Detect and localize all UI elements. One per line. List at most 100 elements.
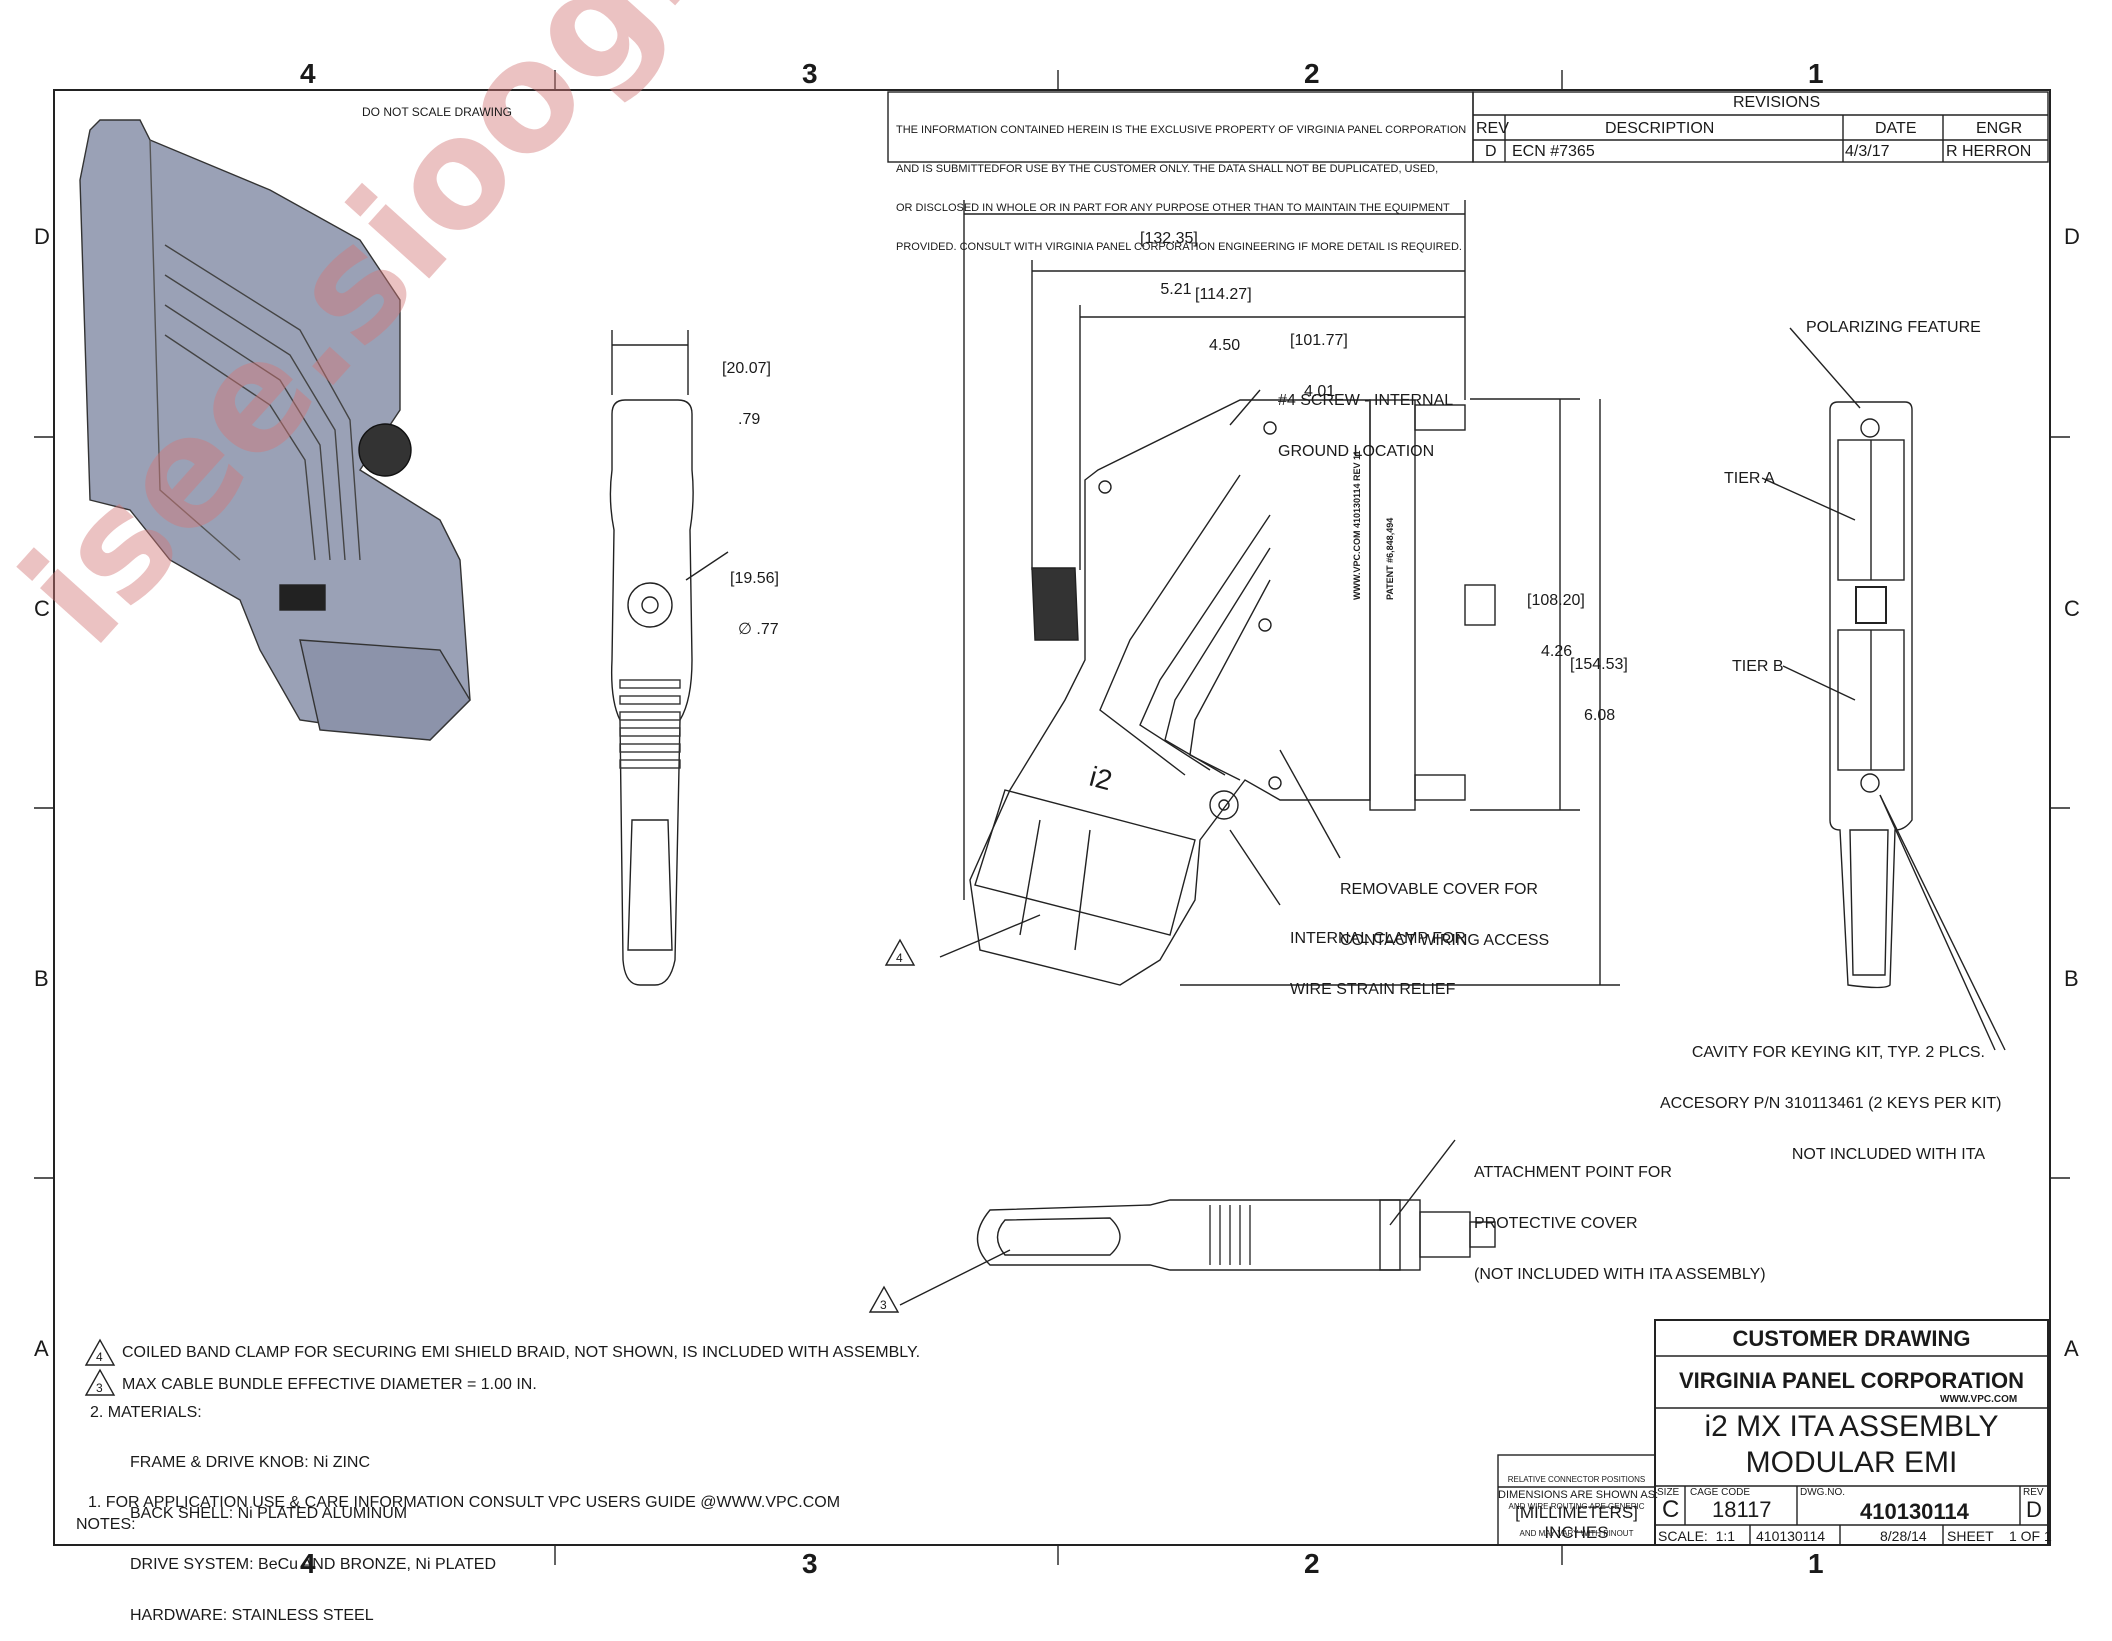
callout-cover-line-2: CONTACT WIRING ACCESS [1340,932,1550,949]
revisions-title: REVISIONS [1733,94,1821,111]
callout-tier-b: TIER B [1732,658,1784,675]
title-sheet: SHEET 1 OF 1 [1947,1528,2052,1544]
note-3-text: MAX CABLE BUNDLE EFFECTIVE DIAMETER = 1.… [122,1376,537,1393]
do-not-scale-note: DO NOT SCALE DRAWING [362,105,513,119]
dim-side-width-in: .79 [738,411,761,428]
callout-cavity-line-3: NOT INCLUDED WITH ITA [1791,1146,1985,1163]
dim-side-width: [20.07] .79 [722,326,771,445]
dim-body-width-in: 4.50 [1209,337,1241,354]
callout-internal-clamp: INTERNAL CLAMP FOR WIRE STRAIN RELIEF [1290,896,1466,1015]
notes-label: NOTES: [76,1516,136,1533]
callout-screw: #4 SCREW - INTERNAL GROUND LOCATION [1278,358,1453,477]
note-2-item-4: HARDWARE: STAINLESS STEEL [130,1607,374,1624]
dim-overall-height-mm: [154.53] [1570,656,1628,673]
title-dwg-label: DWG.NO. [1800,1487,1845,1498]
callout-cavity-line-2: ACCESORY P/N 310113461 (2 KEYS PER KIT) [1660,1095,2002,1112]
zone-label-bottom-1: 1 [1808,1548,1824,1579]
zone-label-top-3: 3 [802,58,818,89]
proprietary-line-2: AND IS SUBMITTEDFOR USE BY THE CUSTOMER … [896,163,1439,175]
note-2-item-2: BACK SHELL: Ni PLATED ALUMINUM [130,1505,408,1522]
title-rev-value: D [2026,1497,2042,1522]
callout-attachment-point: ATTACHMENT POINT FOR PROTECTIVE COVER (N… [1474,1130,1766,1300]
title-scale: SCALE: 1:1 [1658,1528,1736,1544]
callout-screw-line-1: #4 SCREW - INTERNAL [1278,392,1454,409]
dim-overall-width-in: 5.21 [1160,281,1192,298]
zone-label-right-b: B [2064,966,2079,991]
title-drawing-line-2: MODULAR EMI [1745,1446,1958,1479]
callout-clamp-line-2: WIRE STRAIN RELIEF [1290,981,1456,998]
zone-label-top-4: 4 [300,58,316,89]
body-marking-side: WWW.VPC.COM 410130114 REV 11 PATENT #6,8… [1330,450,1407,600]
proprietary-notice: THE INFORMATION CONTAINED HEREIN IS THE … [896,98,1466,267]
revisions-engr-value: R HERRON [1946,143,2032,160]
zone-label-bottom-2: 2 [1304,1548,1320,1579]
dim-overall-height-in: 6.08 [1584,707,1616,724]
note-1-text: 1. FOR APPLICATION USE & CARE INFORMATIO… [88,1494,841,1511]
title-part-number: 410130114 [1756,1528,1826,1544]
dim-frame-width-in: 4.01 [1304,383,1336,400]
revisions-header-date: DATE [1875,120,1917,137]
revisions-description-value: ECN #7365 [1512,143,1595,160]
title-disclaimer-line-3: AND MAY VARY WITH PINOUT [1519,1529,1634,1538]
dim-overall-width: [132.35] 5.21 [1140,196,1198,315]
note-2-item-1: FRAME & DRIVE KNOB: Ni ZINC [130,1454,371,1471]
title-disclaimer-line-2: AND WIRE ROUTING ARE GENERIC [1508,1502,1645,1511]
zone-label-right-a: A [2064,1336,2079,1361]
dim-frame-width-mm: [101.77] [1290,332,1348,349]
body-marking-i2: i2 [1086,760,1116,797]
callout-attachment-line-1: ATTACHMENT POINT FOR [1474,1164,1672,1181]
flag-note-4-front: 4 [896,951,903,965]
callout-keying-cavity: CAVITY FOR KEYING KIT, TYP. 2 PLCS. ACCE… [1660,1010,2002,1180]
proprietary-line-3: OR DISCLOSED IN WHOLE OR IN PART FOR ANY… [896,202,1450,214]
zone-label-right-c: C [2064,596,2080,621]
dim-body-height-mm: [108.20] [1527,592,1585,609]
zone-label-bottom-4: 4 [300,1548,316,1579]
dim-body-width-mm: [114.27] [1195,286,1252,303]
callout-screw-line-2: GROUND LOCATION [1278,443,1435,460]
dim-side-width-mm: [20.07] [722,360,771,377]
title-size-value: C [1662,1496,1680,1523]
note-4-flag-number: 4 [96,1350,103,1364]
title-units-in: INCHES [1544,1523,1609,1542]
dim-body-height: [108.20] 4.26 [1527,558,1585,677]
note-2-items: FRAME & DRIVE KNOB: Ni ZINC BACK SHELL: … [130,1420,496,1641]
title-cage-label: CAGE CODE [1690,1487,1751,1498]
note-2-item-3: DRIVE SYSTEM: BeCu AND BRONZE, Ni PLATED [130,1556,497,1573]
title-size-label: SIZE [1657,1487,1680,1498]
callout-removable-cover: REMOVABLE COVER FOR CONTACT WIRING ACCES… [1340,847,1549,966]
callout-attachment-line-2: PROTECTIVE COVER [1474,1215,1638,1232]
note-2-title: 2. MATERIALS: [90,1404,202,1421]
zone-label-top-2: 2 [1304,58,1320,89]
dim-knob-diameter-in: ∅ .77 [738,621,779,638]
callout-attachment-line-3: (NOT INCLUDED WITH ITA ASSEMBLY) [1474,1266,1766,1283]
title-drawing-line-1: i2 MX ITA ASSEMBLY [1704,1410,1999,1443]
title-company-web: WWW.VPC.COM [1940,1394,2018,1405]
title-units-mm: [MILLIMETERS] [1515,1503,1638,1522]
flag-note-3-bottom: 3 [880,1298,887,1312]
title-company-name: VIRGINIA PANEL CORPORATION [1678,1368,2025,1393]
revisions-header-engr: ENGR [1976,120,2023,137]
title-customer-drawing: CUSTOMER DRAWING [1732,1326,1971,1351]
title-dims-shown: DIMENSIONS ARE SHOWN AS: [1498,1489,1659,1501]
dim-knob-diameter: [19.56] ∅ .77 [730,536,779,655]
title-disclaimer: RELATIVE CONNECTOR POSITIONS AND WIRE RO… [1498,1457,1655,1547]
zone-label-left-d: D [34,224,50,249]
title-cage-value: 18117 [1712,1497,1772,1522]
title-dwg-value: 410130114 [1860,1499,1969,1524]
zone-label-left-a: A [34,1336,49,1361]
note-4-text: COILED BAND CLAMP FOR SECURING EMI SHIEL… [122,1344,921,1361]
title-disclaimer-line-1: RELATIVE CONNECTOR POSITIONS [1507,1475,1646,1484]
title-date: 8/28/14 [1880,1528,1927,1544]
revisions-header-rev: REV [1476,120,1509,137]
callout-cavity-line-1: CAVITY FOR KEYING KIT, TYP. 2 PLCS. [1691,1044,1985,1061]
callout-tier-a: TIER A [1724,470,1775,487]
proprietary-line-1: THE INFORMATION CONTAINED HEREIN IS THE … [896,124,1467,136]
dim-overall-width-mm: [132.35] [1140,230,1198,247]
zone-label-top-1: 1 [1808,58,1824,89]
revisions-header-description: DESCRIPTION [1605,120,1715,137]
zone-label-left-b: B [34,966,49,991]
dim-body-height-in: 4.26 [1541,643,1573,660]
revisions-rev-value: D [1485,143,1497,160]
zone-label-bottom-3: 3 [802,1548,818,1579]
